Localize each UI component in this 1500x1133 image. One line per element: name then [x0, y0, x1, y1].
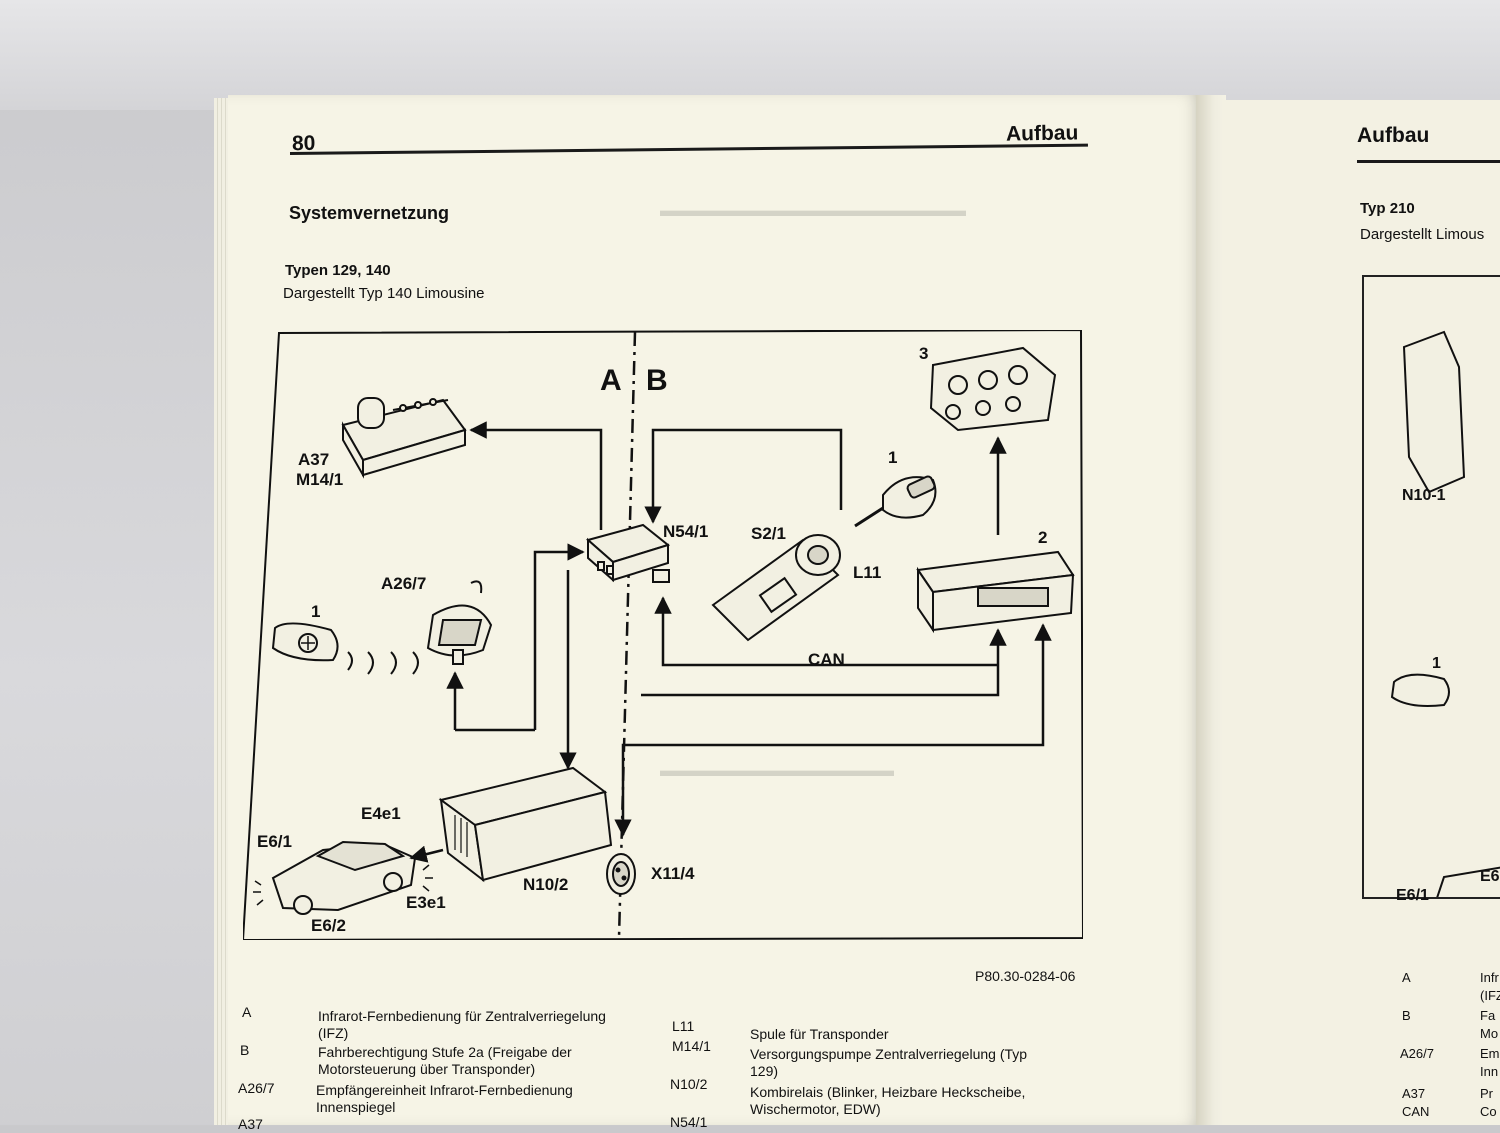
zone-divider — [617, 331, 637, 939]
legend-text: Fahrberechtigung Stufe 2a (Freigabe der … — [318, 1044, 572, 1077]
label-2: 2 — [1038, 528, 1048, 547]
legend-key: N54/1 — [670, 1114, 708, 1130]
combination-relay-icon — [438, 766, 613, 883]
background-top — [0, 0, 1500, 110]
label-n54-1: N54/1 — [663, 522, 709, 541]
label-1: 1 — [1432, 655, 1441, 672]
legend-key: B — [1402, 1008, 1411, 1023]
remote-key-icon — [1390, 673, 1450, 707]
right-page: Aufbau Typ 210 Dargestellt Limous N10-1 … — [1222, 100, 1500, 1125]
label-can: CAN — [808, 650, 845, 669]
label-a26-7: A26/7 — [381, 574, 427, 593]
module-icon — [1402, 330, 1466, 494]
line-relay-to-car — [409, 845, 444, 863]
legend-text: Infr — [1480, 970, 1499, 985]
label-e6-1-right: E6/1 — [1396, 887, 1429, 904]
right-header-rule — [1357, 160, 1500, 163]
label-n10-2: N10/2 — [523, 875, 569, 894]
zone-a-label: A — [600, 364, 622, 397]
infrared-signal-icon — [347, 651, 419, 675]
label-1-top: 1 — [888, 448, 898, 467]
engine-control-unit-icon — [916, 550, 1075, 634]
line-diagnostic-to-ecu — [614, 623, 1052, 837]
label-e6-right: E6 — [1480, 868, 1500, 885]
label-e3e1: E3e1 — [406, 893, 446, 912]
legend-text: (IFZ — [1480, 988, 1500, 1003]
right-diagram-svg — [1390, 330, 1500, 972]
bleed-through-text: ▬▬▬▬▬▬▬▬▬▬▬▬▬▬▬▬▬ — [660, 200, 966, 220]
mirror-receiver-icon — [426, 580, 493, 665]
line-switch-to-n54 — [644, 428, 843, 524]
shown-as-caption: Dargestellt Typ 140 Limousine — [283, 285, 485, 302]
diagram-svg — [241, 328, 1085, 942]
legend-text: Infrarot-Fernbedienung für Zentralverrie… — [318, 1008, 606, 1041]
right-type-heading: Typ 210 — [1360, 200, 1415, 217]
legend-key: A26/7 — [238, 1080, 275, 1096]
legend-key: N10/2 — [670, 1076, 708, 1092]
legend-text: Versorgungspumpe Zentralverriegelung (Ty… — [750, 1046, 1028, 1079]
running-header: Aufbau — [1005, 121, 1079, 146]
ignition-switch-icon — [711, 534, 841, 642]
label-e6-1: E6/1 — [257, 832, 292, 851]
legend-key: B — [240, 1042, 250, 1058]
legend-text: Inn — [1480, 1064, 1499, 1079]
legend-key: A — [1402, 970, 1411, 985]
right-diagram-frame: N10-1 1 E6/1 — [1362, 275, 1500, 972]
label-e6-2: E6/2 — [311, 916, 346, 935]
legend-key: A — [242, 1004, 252, 1020]
diagnostic-socket-icon — [606, 853, 636, 895]
legend-key: L11 — [672, 1018, 695, 1034]
transponder-control-unit-icon — [585, 523, 671, 583]
legend-key: M14/1 — [672, 1038, 711, 1054]
legend-right: L11 Spule für Transponder M14/1 Versorgu… — [670, 1018, 1070, 1130]
label-x11-4: X11/4 — [651, 864, 695, 883]
system-network-diagram: A B A37 M14/1 A26/7 1 N54/1 S2/1 L11 1 2… — [241, 328, 1085, 942]
remote-key-icon — [271, 622, 339, 662]
book-gutter — [1196, 95, 1226, 1125]
legend-key: A26/7 — [1400, 1046, 1434, 1061]
label-e4e1: E4e1 — [361, 804, 401, 823]
legend-text: Em — [1480, 1046, 1500, 1061]
legend-key: A37 — [1402, 1086, 1426, 1101]
zone-b-label: B — [646, 364, 668, 397]
right-running-header: Aufbau — [1357, 124, 1430, 147]
label-1-key: 1 — [311, 602, 321, 621]
legend-text: Pr — [1480, 1086, 1493, 1101]
legend-text: Spule für Transponder — [750, 1026, 889, 1042]
right-shown-as: Dargestellt Limous — [1360, 226, 1485, 243]
line-mirror-to-n54 — [533, 543, 585, 730]
section-title: Systemvernetzung — [289, 203, 450, 223]
legend-text: Empfängereinheit Infrarot-Fernbedienung … — [316, 1082, 573, 1115]
types-heading: Typen 129, 140 — [285, 262, 391, 279]
label-3: 3 — [919, 344, 929, 363]
legend-left: A Infrarot-Fernbedienung für Zentralverr… — [238, 1004, 618, 1132]
legend-text: Co — [1480, 1104, 1497, 1119]
legend-text: Fa — [1480, 1008, 1496, 1023]
line-n54-to-pump — [469, 421, 603, 530]
label-s2-1: S2/1 — [751, 524, 786, 543]
label-m14-1: M14/1 — [296, 470, 344, 489]
car-icon — [253, 840, 433, 915]
pump-module-icon — [341, 397, 467, 479]
label-n10-1: N10-1 — [1402, 487, 1446, 504]
figure-code: P80.30-0284-06 — [975, 968, 1076, 984]
label-a37: A37 — [298, 450, 330, 469]
legend-key: CAN — [1402, 1104, 1430, 1119]
engine-icon — [929, 346, 1057, 432]
ignition-key-icon — [854, 475, 937, 528]
legend-text: Kombirelais (Blinker, Heizbare Heckschei… — [750, 1084, 1026, 1117]
label-l11: L11 — [853, 563, 882, 582]
connection-lines — [409, 421, 1052, 863]
legend-text: Mo — [1480, 1026, 1499, 1041]
